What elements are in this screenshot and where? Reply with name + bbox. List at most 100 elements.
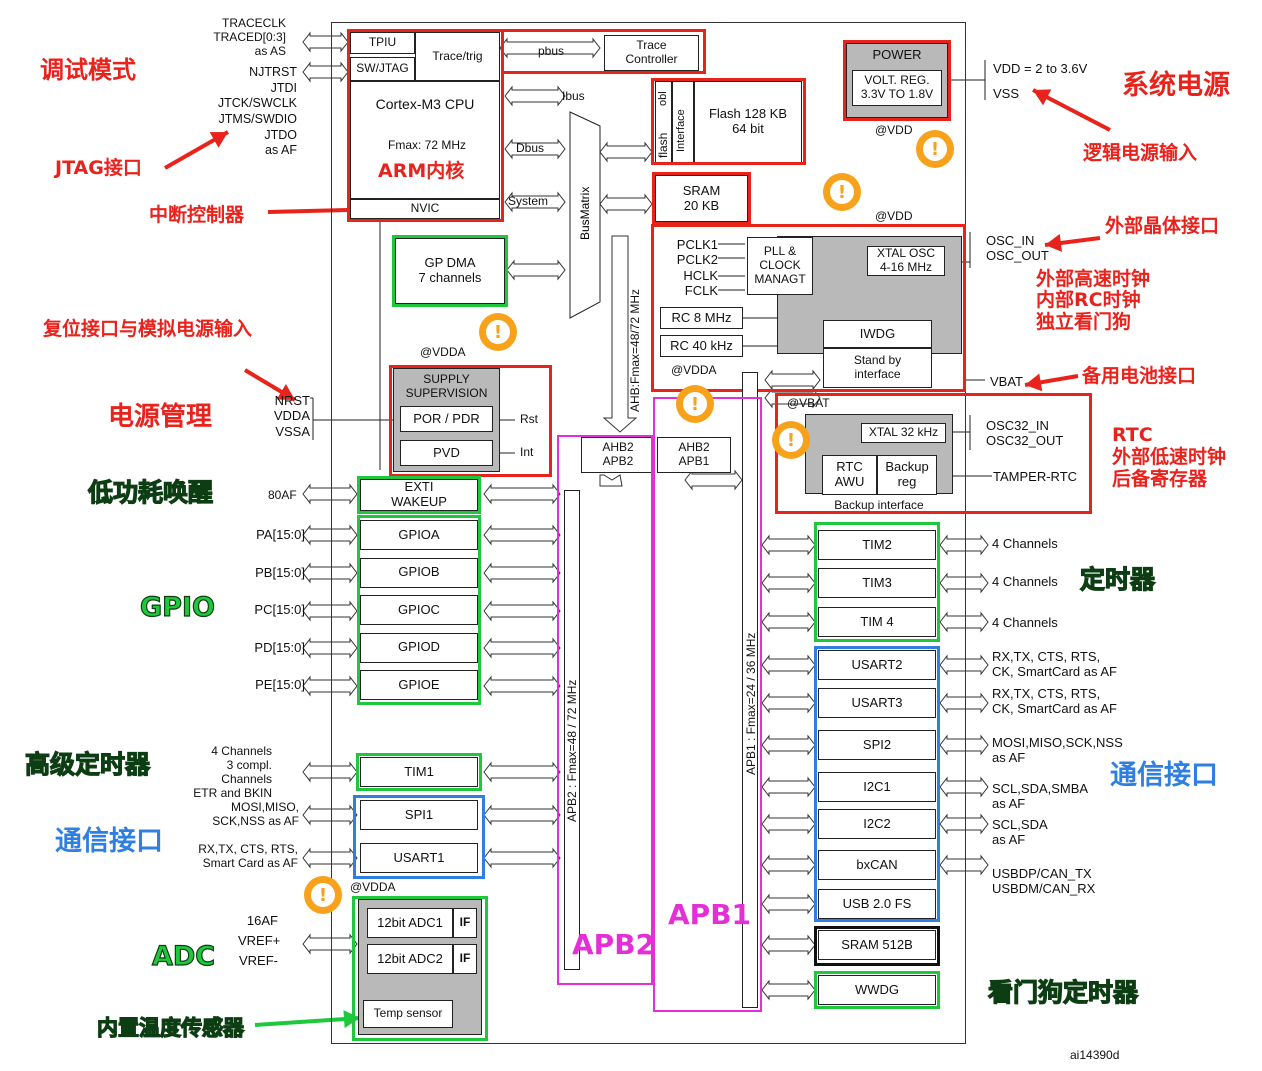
gpio-block: GPIOC [360, 595, 478, 625]
osc32-pins: OSC32_IN OSC32_OUT [986, 418, 1064, 449]
temp-sensor-annotation: 内置温度传感器 [96, 1015, 244, 1040]
tim1-signals: 4 Channels 3 compl. Channels ETR and BKI… [193, 744, 272, 801]
figure-id: ai14390d [1070, 1048, 1120, 1062]
usart1-block: USART1 [360, 843, 478, 873]
rtc-awu-block: RTC AWU [822, 455, 877, 495]
ibus-label: Ibus [562, 89, 585, 103]
peripheral-block: WWDG [818, 975, 936, 1005]
supply-label: SUPPLY SUPERVISION [405, 372, 488, 400]
gpio-port-label: PA[15:0] [256, 527, 305, 542]
at-vdda-supply: @VDDA [420, 345, 466, 359]
spi1-block: SPI1 [360, 800, 478, 830]
apb1-bus-label: APB1 : Fmax=24 / 36 MHz [744, 632, 758, 775]
peripheral-signals: MOSI,MISO,SCK,NSS as AF [992, 735, 1123, 766]
at-vdda-clock: @VDDA [671, 363, 717, 377]
apb2-annotation: APB2 [572, 928, 656, 961]
cpu-label: Cortex-M3 CPU [375, 96, 475, 112]
adc2-block: 12bit ADC2 [367, 944, 453, 974]
power-label: POWER [872, 47, 922, 62]
sram-block: SRAM 20 KB [655, 175, 748, 222]
xtal32-block: XTAL 32 kHz [861, 423, 946, 443]
adc1-block: 12bit ADC1 [367, 908, 453, 938]
rc40-block: RC 40 kHz [660, 335, 743, 357]
nvic-block: NVIC [350, 199, 500, 219]
pll-block: PLL & CLOCK MANAGT [747, 237, 813, 295]
peripheral-signals: RX,TX, CTS, RTS, CK, SmartCard as AF [992, 649, 1117, 680]
low-power-annotation: 低功耗唤醒 [87, 477, 214, 507]
reset-power-annotation: 复位接口与模拟电源输入 [43, 318, 253, 340]
jtag-annotation: JTAG接口 [55, 157, 142, 179]
peripheral-block: I2C2 [818, 809, 936, 839]
gpio-block: GPIOB [360, 557, 478, 588]
volt-reg-block: VOLT. REG. 3.3V TO 1.8V [852, 70, 942, 106]
vbat-label: VBAT [990, 374, 1023, 389]
timers-annotation: 定时器 [1079, 564, 1156, 594]
dbus-label: Dbus [516, 141, 545, 155]
pbus-label: pbus [538, 44, 565, 58]
flash-block: Flash 128 KB 64 bit [694, 81, 802, 163]
warning-icon: ! [916, 130, 954, 168]
comm-left-annotation: 通信接口 [55, 826, 163, 857]
peripheral-block: TIM 4 [818, 607, 936, 637]
cpu-fmax: Fmax: 72 MHz [388, 138, 467, 152]
usart1-signals: RX,TX, CTS, RTS, Smart Card as AF [198, 842, 298, 871]
power-mgmt-annotation: 电源管理 [108, 402, 213, 432]
rc8-block: RC 8 MHz [660, 307, 743, 329]
gpio-block: GPIOA [360, 520, 478, 550]
adc-signals: 16AF VREF+ VREF- [238, 913, 281, 969]
watchdog-annotation: 看门狗定时器 [987, 977, 1139, 1007]
swjtag-block: SW/JTAG [350, 57, 415, 81]
vdd-range: VDD = 2 to 3.6V [993, 61, 1088, 76]
obl-label: obl [657, 91, 669, 106]
at-vdd-power: @VDD [875, 123, 913, 137]
debug-mode-annotation: 调试模式 [40, 56, 136, 84]
at-vdda-adc: @VDDA [350, 880, 396, 894]
apb1-annotation: APB1 [668, 898, 752, 931]
peripheral-block: SPI2 [818, 730, 936, 760]
peripheral-block: I2C1 [818, 772, 936, 802]
warning-icon: ! [772, 421, 810, 459]
comm-right-annotation: 通信接口 [1110, 760, 1218, 791]
system-power-annotation: 系统电源 [1122, 70, 1230, 101]
adc-annotation: ADC [151, 940, 216, 972]
gpio-port-label: PC[15:0] [254, 602, 305, 617]
af80-label: 80AF [268, 488, 297, 502]
iwdg-block: IWDG [823, 320, 932, 348]
flash-obl-label: flash [656, 132, 670, 158]
backup-battery-annotation: 备用电池接口 [1082, 365, 1197, 387]
interrupt-annotation: 中断控制器 [149, 204, 245, 226]
peripheral-signals: 4 Channels [992, 574, 1058, 589]
peripheral-block: SRAM 512B [818, 930, 936, 960]
backup-interface-label: Backup interface [834, 498, 924, 513]
tpiu-block: TPIU [350, 32, 415, 54]
peripheral-block: USART3 [818, 688, 936, 718]
logic-power-annotation: 逻辑电源输入 [1083, 142, 1198, 164]
ahb2apb1-bridge: AHB2 APB1 [657, 437, 731, 473]
temp-sensor-block: Temp sensor [363, 1000, 453, 1028]
peripheral-signals: SCL,SDA as AF [992, 817, 1048, 848]
peripheral-signals: RX,TX, CTS, RTS, CK, SmartCard as AF [992, 686, 1117, 717]
gpio-port-label: PE[15:0] [255, 677, 305, 692]
peripheral-block: USB 2.0 FS [818, 889, 936, 919]
apb2-bus [564, 490, 580, 970]
adc2-if: IF [453, 944, 477, 974]
trace-trig-block: Trace/trig [415, 32, 500, 81]
at-vbat: @VBAT [787, 396, 830, 410]
ext-crystal-annotation: 外部晶体接口 [1105, 215, 1220, 237]
peripheral-block: USART2 [818, 650, 936, 680]
reset-pins: NRST VDDA VSSA [273, 393, 310, 439]
peripheral-block: bxCAN [818, 850, 936, 880]
svg-text:BusMatrix: BusMatrix [578, 187, 592, 240]
gpio-port-label: PD[15:0] [254, 639, 305, 655]
peripheral-block: TIM2 [818, 530, 936, 560]
peripheral-signals: USBDP/CAN_TX USBDM/CAN_RX [992, 866, 1096, 897]
rtc-annotation: RTC 外部低速时钟 后备寄存器 [1112, 424, 1227, 490]
int-label: Int [520, 445, 534, 459]
ahb-bus-label: AHB:Fmax=48/72 MHz [628, 288, 642, 412]
apb1-bus [742, 372, 758, 1008]
por-pdr-block: POR / PDR [400, 406, 493, 432]
gpio-block: GPIOD [360, 632, 478, 663]
tim1-block: TIM1 [360, 757, 478, 787]
peripheral-block: TIM3 [818, 568, 936, 598]
